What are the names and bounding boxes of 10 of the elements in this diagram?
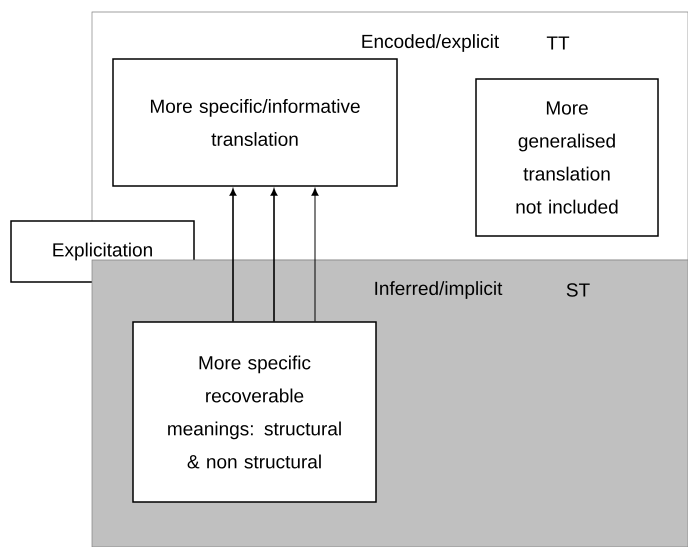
text-box: More generalised translation not included [475,78,659,237]
region-label: Encoded/explicit [362,34,500,52]
arrow [230,188,236,322]
text-box: More specific/informative translation [112,58,398,187]
region-label: ST [566,283,590,297]
arrow [311,188,319,322]
region-label: Inferred/implicit [375,281,502,299]
arrow [270,188,278,322]
region-label: TT [546,36,570,50]
text-box: More specific recoverable meanings: structural & non structural [132,321,377,503]
